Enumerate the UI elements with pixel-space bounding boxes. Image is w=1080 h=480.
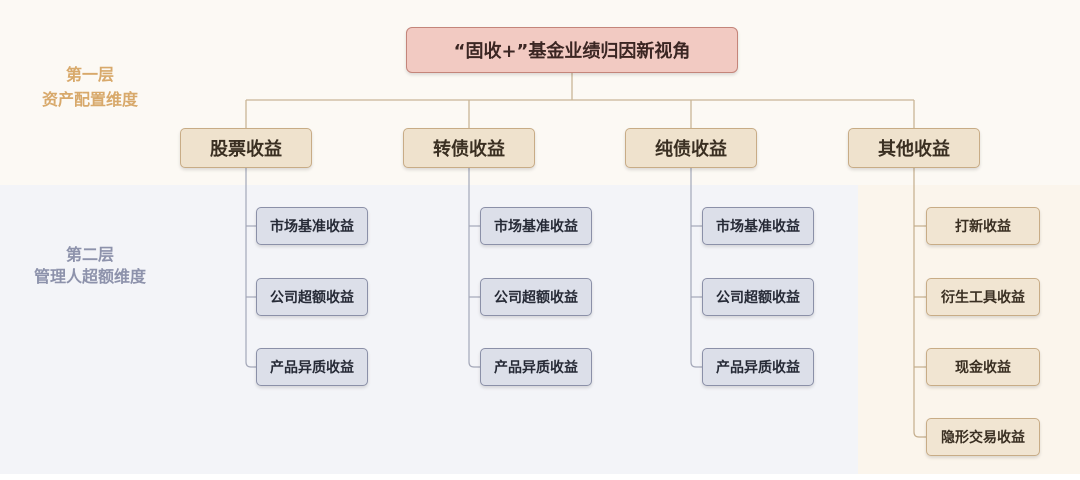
child-box-pure-bond-product-specific: 产品异质收益 bbox=[702, 348, 814, 386]
child-box-pure-bond-market-benchmark: 市场基准收益 bbox=[702, 207, 814, 245]
spine-line-other bbox=[913, 168, 926, 438]
category-box-convertible: 转债收益 bbox=[403, 128, 535, 168]
child-box-other-derivatives: 衍生工具收益 bbox=[926, 278, 1040, 316]
child-box-other-cash: 现金收益 bbox=[926, 348, 1040, 386]
layer2-dimension: 管理人超额维度 bbox=[33, 267, 146, 286]
category-box-stock: 股票收益 bbox=[180, 128, 312, 168]
layer2-name: 第二层 bbox=[65, 245, 114, 264]
child-box-stock-product-specific: 产品异质收益 bbox=[256, 348, 368, 386]
category-box-other: 其他收益 bbox=[848, 128, 980, 168]
layer1-name: 第一层 bbox=[65, 65, 114, 84]
child-box-stock-market-benchmark: 市场基准收益 bbox=[256, 207, 368, 245]
child-box-convertible-company-excess: 公司超额收益 bbox=[480, 278, 592, 316]
category-box-pure-bond: 纯债收益 bbox=[625, 128, 757, 168]
child-box-convertible-product-specific: 产品异质收益 bbox=[480, 348, 592, 386]
root-title-box: “固收+”基金业绩归因新视角 bbox=[406, 27, 738, 73]
spine-line-pure-bond bbox=[690, 168, 702, 368]
child-box-stock-company-excess: 公司超额收益 bbox=[256, 278, 368, 316]
child-box-pure-bond-company-excess: 公司超额收益 bbox=[702, 278, 814, 316]
layer2-label: 第二层 管理人超额维度 bbox=[0, 244, 180, 288]
layer1-label: 第一层 资产配置维度 bbox=[0, 62, 180, 112]
spine-line-stock bbox=[245, 168, 256, 368]
child-box-other-ipo: 打新收益 bbox=[926, 207, 1040, 245]
layer1-dimension: 资产配置维度 bbox=[41, 90, 138, 109]
child-box-other-hidden-trading: 隐形交易收益 bbox=[926, 418, 1040, 456]
spine-line-convertible bbox=[468, 168, 480, 368]
child-box-convertible-market-benchmark: 市场基准收益 bbox=[480, 207, 592, 245]
